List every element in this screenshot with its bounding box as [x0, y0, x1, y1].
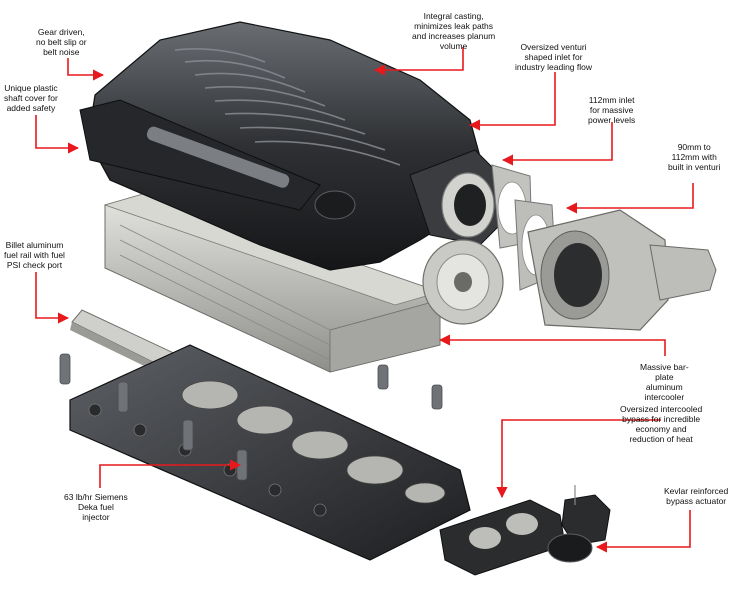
bypass-actuator: [547, 485, 611, 563]
callout-bypass-actuator: Kevlar reinforced bypass actuator: [664, 486, 729, 506]
callout-bypass: Oversized intercooled bypass for incredi…: [620, 404, 703, 444]
callout-gear-driven: Gear driven, no belt slip or belt noise: [36, 27, 87, 57]
callout-intercooler: Massive bar- plate aluminum intercooler: [640, 362, 689, 402]
leader-throttle-body: [565, 183, 694, 214]
venturi-inlet: [409, 149, 506, 246]
callout-integral-casting: Integral casting, minimizes leak paths a…: [412, 11, 496, 51]
callout-leaders: [35, 47, 694, 553]
callout-inlet-112: 112mm inlet for massive power levels: [588, 95, 636, 125]
callout-throttle-body: 90mm to 112mm with built in venturi: [668, 142, 721, 172]
callout-injector: 63 lb/hr Siemens Deka fuel injector: [64, 492, 128, 522]
leader-fuel-rail: [35, 272, 70, 324]
callout-fuel-rail: Billet aluminum fuel rail with fuel PSI …: [4, 240, 65, 270]
callout-venturi-inlet: Oversized venturi shaped inlet for indus…: [515, 42, 593, 72]
callout-shaft-cover: Unique plastic shaft cover for added saf…: [4, 83, 58, 113]
leader-gear-driven: [67, 58, 105, 81]
leader-intercooler: [438, 334, 666, 356]
leader-venturi-inlet: [468, 72, 556, 131]
fuel-injectors: [59, 353, 443, 481]
leader-bypass-actuator: [595, 510, 691, 553]
leader-integral-casting: [373, 47, 464, 76]
drive-pulley: [422, 239, 504, 325]
leader-injector: [99, 459, 242, 488]
leader-bypass: [496, 419, 661, 499]
leader-shaft-cover: [35, 115, 80, 154]
leader-inlet-112: [501, 122, 613, 166]
throttle-body: [527, 209, 717, 331]
intake-manifold: [69, 344, 471, 561]
